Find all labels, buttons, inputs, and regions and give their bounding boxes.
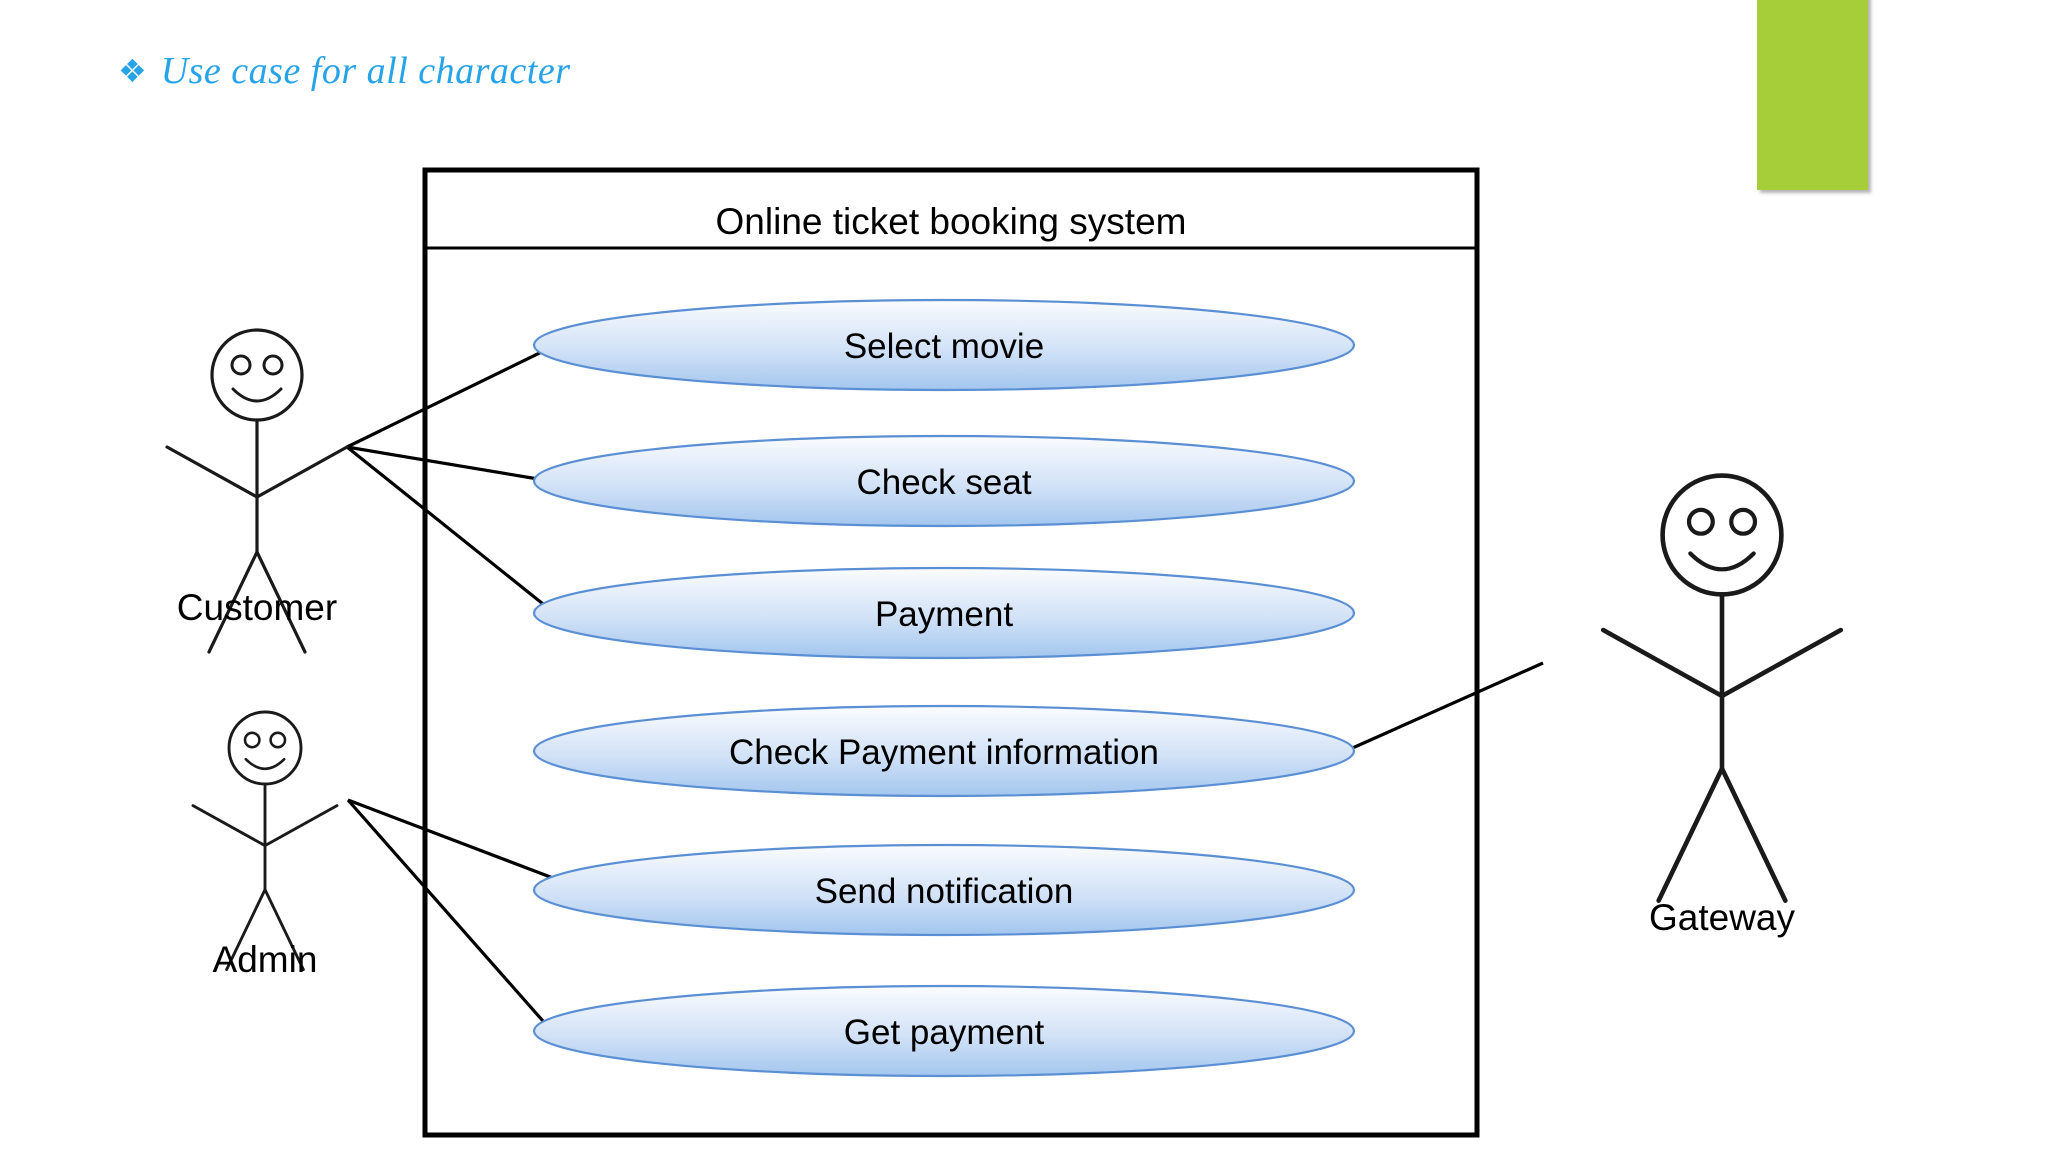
actor-figure[interactable] bbox=[191, 710, 339, 972]
actor-head-icon bbox=[227, 710, 303, 786]
actor-head-icon bbox=[1660, 473, 1784, 597]
actor-smile-icon bbox=[231, 387, 283, 403]
actor-arms bbox=[1600, 627, 1844, 699]
use-case-nodes: Select movie Check seat Payment Check Pa… bbox=[532, 298, 1356, 1078]
association-admin-get-payment bbox=[346, 798, 552, 1031]
use-case-label: Check Payment information bbox=[729, 733, 1159, 772]
use-case-get-payment[interactable]: Get payment bbox=[532, 984, 1356, 1078]
actor-eye-left-icon bbox=[1686, 507, 1715, 536]
actor-admin[interactable]: Admin bbox=[191, 710, 339, 980]
use-case-label: Get payment bbox=[844, 1013, 1045, 1052]
actor-eye-left-icon bbox=[230, 354, 252, 376]
association-admin-send-notification bbox=[347, 798, 554, 880]
actor-figure[interactable] bbox=[165, 328, 349, 654]
accent-block bbox=[1757, 0, 1868, 190]
use-case-ellipse[interactable] bbox=[532, 298, 1356, 392]
use-case-payment[interactable]: Payment bbox=[532, 566, 1356, 660]
use-case-ellipse[interactable] bbox=[532, 704, 1356, 798]
use-case-label: Payment bbox=[875, 595, 1013, 634]
page-title: Use case for all character bbox=[160, 50, 571, 92]
association-lines bbox=[345, 341, 1544, 1031]
actor-label: Gateway bbox=[1649, 897, 1796, 938]
actor-label: Admin bbox=[213, 939, 318, 980]
actor-legs bbox=[207, 548, 307, 654]
use-case-send-notification[interactable]: Send notification bbox=[532, 843, 1356, 937]
actor-eye-left-icon bbox=[243, 731, 261, 749]
use-case-label: Check seat bbox=[856, 463, 1031, 502]
diamond-bullet-icon: ❖ bbox=[118, 52, 147, 90]
actor-smile-icon bbox=[1688, 551, 1756, 572]
use-case-label: Send notification bbox=[815, 872, 1074, 911]
association-customer-payment bbox=[345, 445, 560, 618]
use-case-check-payment-information[interactable]: Check Payment information bbox=[532, 704, 1356, 798]
actor-arms bbox=[191, 804, 339, 848]
actor-eye-right-icon bbox=[1729, 507, 1758, 536]
use-case-check-seat[interactable]: Check seat bbox=[532, 434, 1356, 528]
use-case-ellipse[interactable] bbox=[532, 843, 1356, 937]
actor-arms bbox=[165, 445, 349, 499]
actor-eye-right-icon bbox=[262, 354, 284, 376]
actor-smile-icon bbox=[244, 757, 286, 771]
association-customer-check-seat bbox=[346, 445, 557, 484]
actor-gateway[interactable]: Gateway bbox=[1600, 473, 1844, 938]
slide-title-row: ❖ Use case for all character bbox=[118, 52, 571, 90]
use-case-select-movie[interactable]: Select movie bbox=[532, 298, 1356, 392]
association-gateway-check-payment bbox=[1347, 661, 1544, 752]
use-case-ellipse[interactable] bbox=[532, 566, 1356, 660]
actor-legs bbox=[225, 886, 305, 972]
actor-label: Customer bbox=[177, 587, 337, 628]
system-title: Online ticket booking system bbox=[716, 201, 1187, 242]
actor-legs bbox=[1656, 763, 1788, 903]
use-case-label: Select movie bbox=[844, 327, 1044, 366]
association-customer-select-movie bbox=[346, 341, 561, 449]
actor-figure[interactable] bbox=[1600, 473, 1844, 903]
actor-eye-right-icon bbox=[269, 731, 287, 749]
use-case-ellipse[interactable] bbox=[532, 984, 1356, 1078]
actor-customer[interactable]: Customer bbox=[165, 328, 349, 654]
actor-head-icon bbox=[210, 328, 304, 422]
use-case-ellipse[interactable] bbox=[532, 434, 1356, 528]
